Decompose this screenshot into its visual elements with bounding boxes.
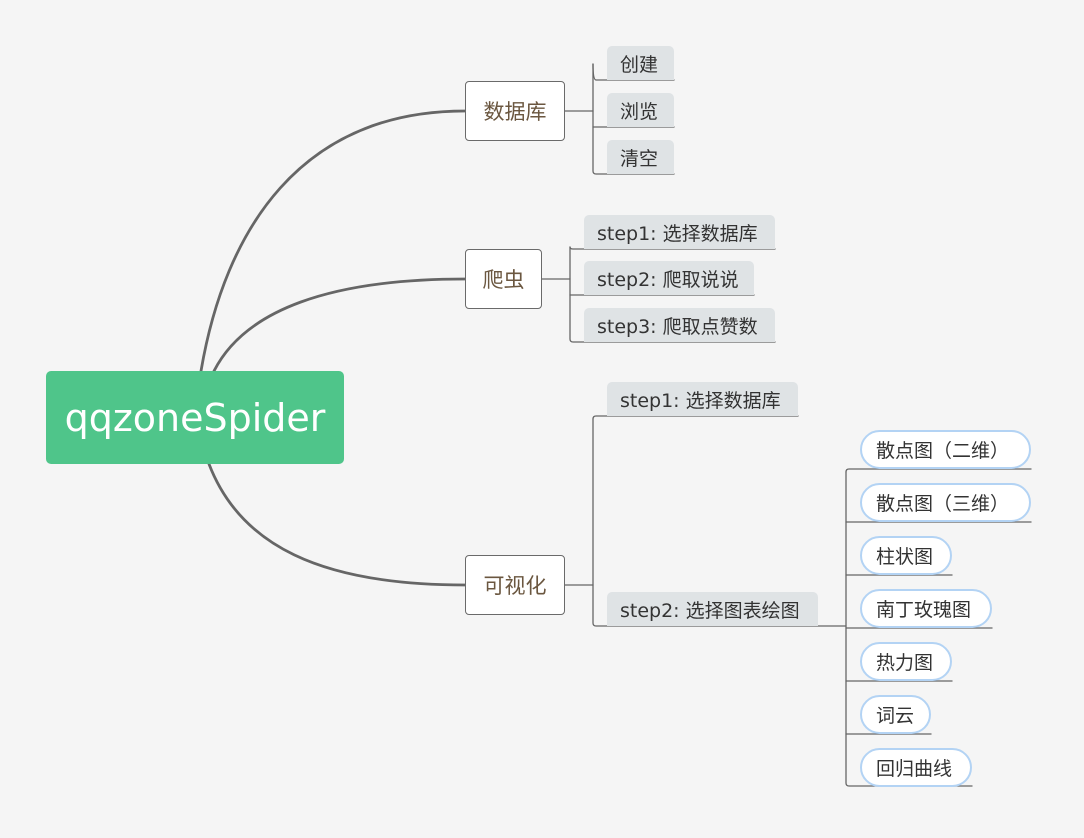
root-to-database-curve: [199, 109, 467, 373]
chart-scatter-3d[interactable]: 散点图（三维）: [860, 483, 1031, 522]
branch-crawler[interactable]: 爬虫: [465, 249, 542, 309]
chart-heatmap[interactable]: 热力图: [860, 642, 952, 681]
leaf-clear[interactable]: 清空: [607, 140, 674, 174]
leaf-create[interactable]: 创建: [607, 46, 674, 80]
leaf-crawler-step2[interactable]: step2: 爬取说说: [584, 261, 754, 295]
chart-nightingale-rose[interactable]: 南丁玫瑰图: [860, 589, 992, 628]
leaf-crawler-step3[interactable]: step3: 爬取点赞数: [584, 308, 775, 342]
branch-database[interactable]: 数据库: [465, 81, 565, 141]
branch-visualize[interactable]: 可视化: [465, 555, 565, 615]
chart-scatter-2d[interactable]: 散点图（二维）: [860, 430, 1031, 469]
chart-regression-curve[interactable]: 回归曲线: [860, 748, 972, 787]
root-to-visualize-curve: [207, 462, 467, 587]
leaf-browse[interactable]: 浏览: [607, 93, 674, 127]
root-to-crawler-curve: [212, 277, 467, 373]
chart-wordcloud[interactable]: 词云: [860, 695, 931, 734]
root-node[interactable]: qqzoneSpider: [46, 371, 344, 464]
leaf-visualize-step1[interactable]: step1: 选择数据库: [607, 382, 798, 416]
chart-bar[interactable]: 柱状图: [860, 536, 952, 575]
leaf-crawler-step1[interactable]: step1: 选择数据库: [584, 215, 775, 249]
leaf-visualize-step2[interactable]: step2: 选择图表绘图: [607, 592, 818, 626]
